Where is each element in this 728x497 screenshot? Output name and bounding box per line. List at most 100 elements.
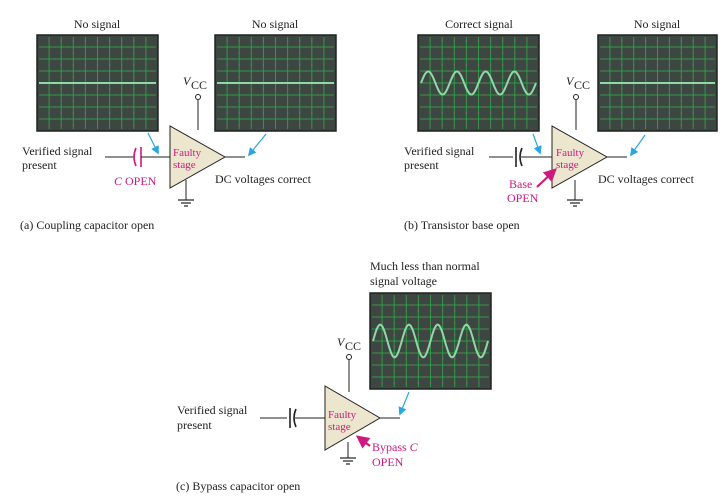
grid-tick — [609, 112, 611, 114]
grid-tick — [680, 124, 682, 126]
grid-tick — [66, 70, 68, 72]
grid-tick — [84, 124, 86, 126]
grid-tick — [645, 112, 647, 114]
grid-tick — [145, 124, 147, 126]
grid-tick — [78, 58, 80, 60]
grid-tick — [710, 106, 712, 108]
grid-tick — [471, 70, 474, 72]
grid-tick — [674, 58, 676, 60]
grid-tick — [311, 76, 313, 78]
grid-tick — [429, 382, 432, 384]
grid-tick — [496, 70, 498, 72]
grid-tick — [329, 70, 331, 72]
grid-tick — [496, 46, 498, 48]
grid-tick — [448, 316, 450, 318]
grid-tick — [680, 100, 682, 102]
grid-tick — [477, 124, 480, 126]
grid-tick — [387, 316, 389, 318]
grid-tick — [441, 88, 443, 90]
grid-tick — [472, 304, 474, 306]
grid-tick — [692, 64, 694, 66]
grid-tick — [656, 100, 659, 102]
grid-tick — [520, 58, 522, 60]
grid-tick — [662, 94, 665, 96]
grid-tick — [411, 304, 413, 306]
grid-tick — [650, 94, 653, 96]
grid-tick — [109, 52, 111, 54]
ground-symbol-c — [340, 457, 356, 465]
grid-tick — [60, 100, 62, 102]
grid-tick — [668, 64, 670, 66]
grid-tick — [459, 46, 461, 48]
grid-tick — [429, 310, 432, 312]
grid-tick — [423, 118, 425, 120]
grid-tick — [429, 40, 431, 42]
oscilloscope-b-left — [417, 34, 540, 132]
grid-tick — [287, 52, 289, 54]
grid-tick — [127, 46, 129, 48]
grid-tick — [502, 64, 504, 66]
grid-tick — [435, 46, 437, 48]
grid-tick — [238, 64, 240, 66]
grid-tick — [96, 76, 99, 78]
grid-tick — [668, 124, 670, 126]
grid-tick — [502, 52, 504, 54]
grid-tick — [226, 100, 228, 102]
grid-tick — [287, 124, 289, 126]
grid-tick — [323, 124, 325, 126]
grid-tick — [514, 100, 516, 102]
grid-tick — [459, 118, 461, 120]
grid-tick — [460, 304, 462, 306]
grid-tick — [405, 310, 407, 312]
grid-tick — [483, 46, 486, 48]
grid-tick — [514, 52, 516, 54]
grid-tick — [121, 88, 123, 90]
grid-tick — [72, 52, 74, 54]
grid-tick — [121, 124, 123, 126]
grid-tick — [305, 118, 307, 120]
grid-tick — [287, 100, 289, 102]
vcc-c-label: V — [337, 335, 346, 349]
grid-tick — [454, 310, 456, 312]
grid-tick — [447, 46, 449, 48]
grid-tick — [698, 46, 700, 48]
grid-tick — [472, 376, 474, 378]
grid-tick — [96, 124, 99, 126]
grid-tick — [133, 40, 135, 42]
grid-tick — [133, 64, 135, 66]
grid-tick — [645, 124, 647, 126]
grid-tick — [42, 106, 44, 108]
grid-tick — [615, 106, 617, 108]
grid-tick — [472, 352, 474, 354]
grid-tick — [686, 70, 688, 72]
grid-tick — [621, 40, 623, 42]
grid-tick — [115, 46, 117, 48]
grid-tick — [442, 382, 444, 384]
faulty-stage-amplifier-c — [324, 385, 381, 451]
panel-a: No signal No signal V CC Verified signal… — [20, 17, 337, 232]
grid-tick — [532, 70, 534, 72]
grid-tick — [375, 364, 377, 366]
grid-tick — [471, 118, 474, 120]
grid-tick — [139, 46, 141, 48]
grid-tick — [417, 382, 419, 384]
grid-tick — [381, 346, 383, 348]
grid-tick — [633, 88, 635, 90]
grid-tick — [109, 124, 111, 126]
grid-tick — [256, 58, 258, 60]
grid-tick — [645, 100, 647, 102]
grid-tick — [627, 58, 629, 60]
grid-tick — [526, 88, 528, 90]
grid-tick — [127, 58, 129, 60]
grid-tick — [287, 88, 289, 90]
grid-tick — [435, 376, 438, 378]
grid-tick — [448, 364, 450, 366]
grid-tick — [662, 70, 665, 72]
grid-tick — [477, 64, 480, 66]
grid-tick — [447, 70, 449, 72]
grid-tick — [442, 358, 444, 360]
grid-tick — [115, 94, 117, 96]
grid-tick — [686, 106, 688, 108]
grid-tick — [478, 358, 480, 360]
grid-tick — [633, 64, 635, 66]
